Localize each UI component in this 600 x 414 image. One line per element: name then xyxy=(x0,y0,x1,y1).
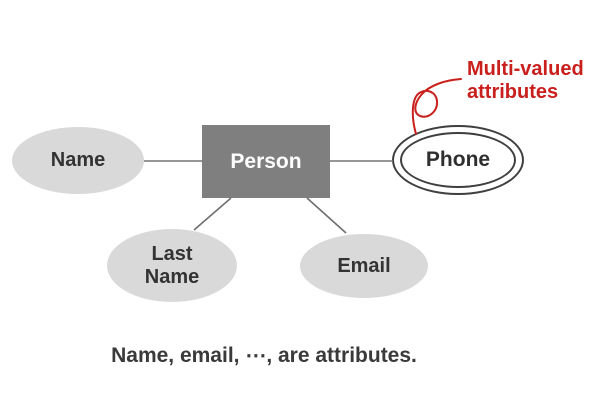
caption-text: Name, email, ⋯, are attributes. xyxy=(111,344,417,367)
attribute-ellipse-last-name: Last Name xyxy=(107,229,237,302)
connector-person-last-name xyxy=(193,197,232,231)
attribute-label-email: Email xyxy=(337,254,391,277)
attribute-ellipse-phone-inner: Phone xyxy=(400,132,516,188)
entity-label-person: Person xyxy=(230,149,302,173)
attribute-label-name: Name xyxy=(50,149,106,171)
attribute-ellipse-phone-outer: Phone xyxy=(392,125,524,195)
attribute-ellipse-email: Email xyxy=(300,234,428,298)
attribute-label-phone: Phone xyxy=(425,148,491,171)
entity-rect-person: Person xyxy=(202,125,330,198)
attribute-ellipse-name: Name xyxy=(12,127,144,194)
annotation-multivalued-label: Multi-valued attributes xyxy=(467,58,584,104)
connector-person-email xyxy=(306,197,347,234)
attribute-label-last-name: Last Name xyxy=(144,242,200,288)
